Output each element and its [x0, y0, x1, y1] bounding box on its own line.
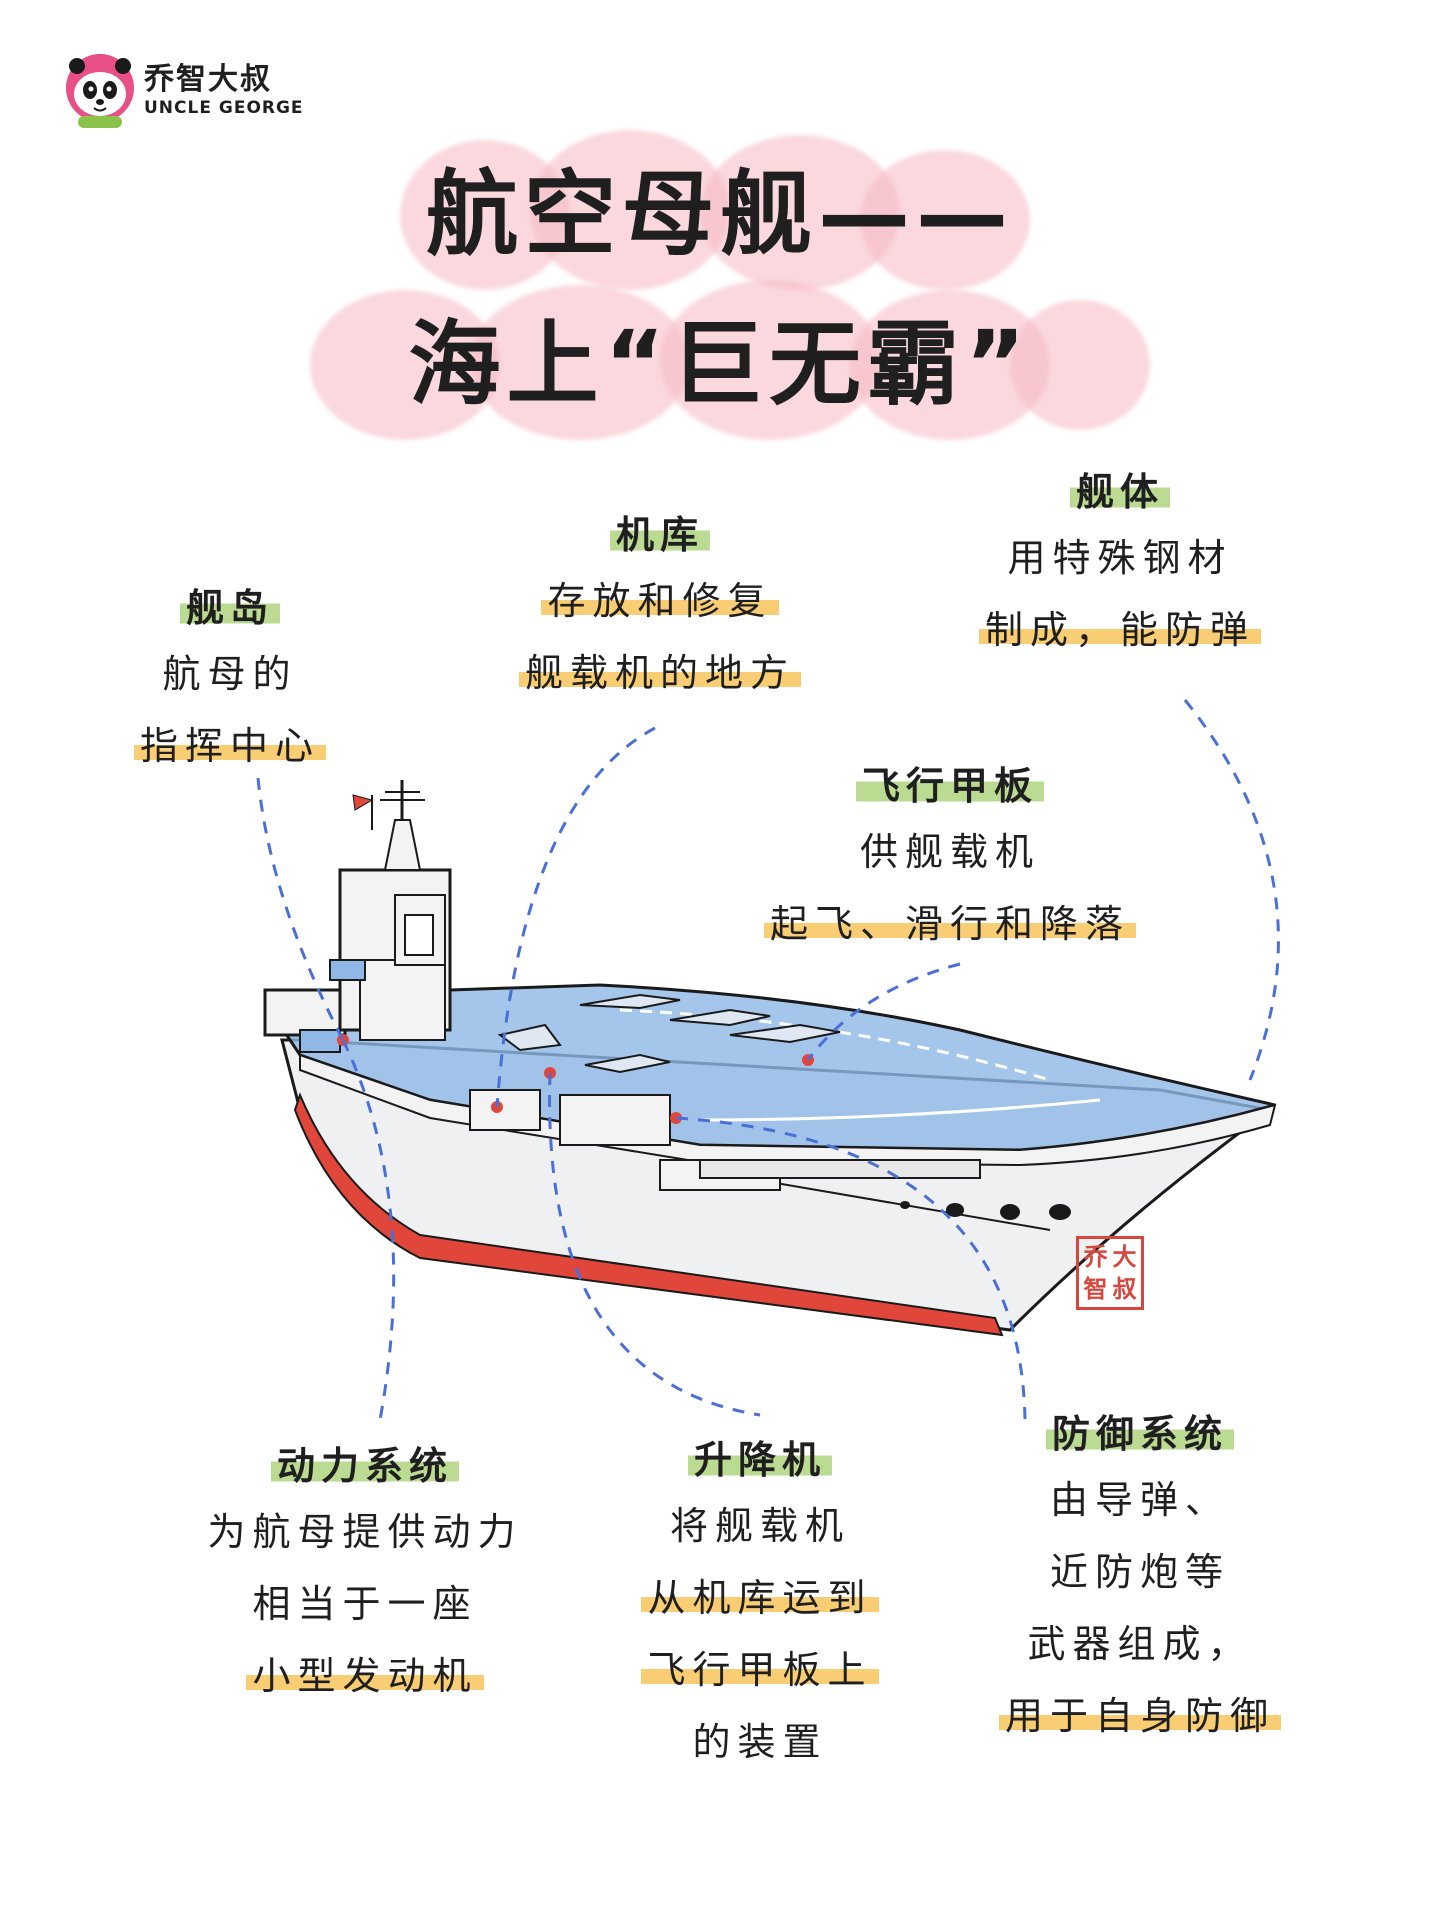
label-hangar-line: 舰载机的地方 [518, 651, 801, 695]
brand-name: 乔智大叔 [144, 62, 272, 97]
label-elevator-line: 将舰载机 [669, 1504, 850, 1548]
label-hangar-line: 存放和修复 [541, 579, 779, 623]
label-defense-line: 武器组成， [1027, 1622, 1253, 1666]
label-propulsion-title: 动力系统 [270, 1444, 459, 1488]
label-island: 舰岛 航母的 指挥中心 [100, 578, 360, 782]
label-hull-title: 舰体 [1069, 470, 1170, 514]
title-blob [310, 290, 500, 440]
label-defense-line: 用于自身防御 [998, 1694, 1281, 1738]
label-elevator: 升降机 将舰载机 从机库运到 飞行甲板上 的装置 [610, 1430, 910, 1778]
page-title-line1: 航空母舰—— [425, 161, 1014, 268]
label-elevator-line: 从机库运到 [641, 1576, 879, 1620]
leader-lines [256, 699, 1280, 1421]
label-island-line: 航母的 [162, 652, 298, 696]
title-blob [530, 130, 730, 290]
hull-waterline [293, 1092, 1004, 1337]
brand-subtitle: UNCLE GEORGE [144, 98, 304, 118]
label-elevator-title: 升降机 [687, 1438, 832, 1482]
label-defense-line: 由导弹、 [1049, 1478, 1230, 1522]
label-propulsion-line: 小型发动机 [246, 1654, 484, 1698]
label-flight-deck-title: 飞行甲板 [855, 764, 1044, 808]
label-flight-deck: 飞行甲板 供舰载机 起飞、滑行和降落 [740, 756, 1160, 960]
label-flight-deck-line: 供舰载机 [859, 830, 1040, 874]
label-flight-deck-line: 起飞、滑行和降落 [763, 902, 1136, 946]
page-title-line2: 海上“巨无霸” [408, 311, 1032, 418]
label-hull-line: 用特殊钢材 [1007, 536, 1233, 580]
label-defense: 防御系统 由导弹、 近防炮等 武器组成， 用于自身防御 [990, 1404, 1290, 1752]
label-defense-title: 防御系统 [1045, 1412, 1234, 1456]
title-blob [470, 285, 690, 440]
label-hull: 舰体 用特殊钢材 制成，能防弹 [950, 462, 1290, 666]
label-island-line: 指挥中心 [133, 724, 326, 768]
label-elevator-line: 的装置 [692, 1720, 828, 1764]
aircraft-icon [497, 993, 841, 1074]
title-blob [1010, 300, 1150, 430]
island [263, 780, 452, 1053]
label-hull-line: 制成，能防弹 [978, 608, 1261, 652]
brand-logo [60, 50, 140, 130]
seal-stamp-icon: 乔 大 智 叔 [1076, 1236, 1144, 1310]
label-hangar-title: 机库 [609, 513, 710, 557]
title-blob [860, 150, 1030, 290]
label-island-title: 舰岛 [179, 586, 280, 630]
title-blob [660, 280, 880, 440]
label-propulsion-line: 为航母提供动力 [207, 1510, 523, 1554]
label-propulsion-line: 相当于一座 [252, 1582, 478, 1626]
label-hangar: 机库 存放和修复 舰载机的地方 [480, 505, 840, 709]
flag-icon [352, 794, 374, 830]
label-elevator-line: 飞行甲板上 [641, 1648, 879, 1692]
label-defense-line: 近防炮等 [1049, 1550, 1230, 1594]
panda-logo-icon [66, 54, 134, 128]
label-propulsion: 动力系统 为航母提供动力 相当于一座 小型发动机 [170, 1436, 560, 1712]
